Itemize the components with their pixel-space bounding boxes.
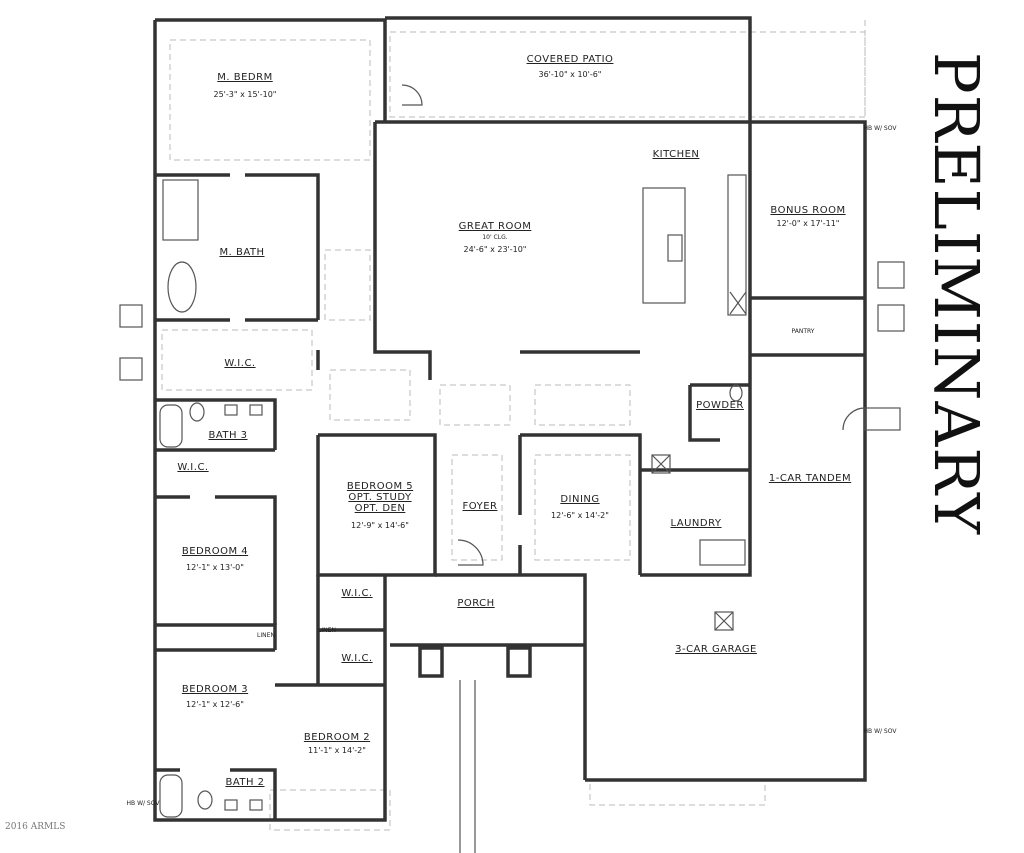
label-text: 36'-10" x 10'-6": [539, 70, 602, 79]
room-label-kitchen: KITCHEN: [653, 149, 700, 160]
shower-icon: [162, 179, 199, 241]
room-label-porch: PORCH: [457, 598, 494, 609]
kitchen-island: [642, 187, 686, 304]
room-label-laundry: LAUNDRY: [670, 518, 721, 529]
sink-icon: [667, 234, 683, 262]
room-label-bedroom-4: BEDROOM 4: [182, 546, 248, 557]
toilet-icon: [729, 384, 743, 402]
room-label-wic: W.I.C.: [341, 588, 372, 599]
label-text: 12'-1" x 13'-0": [186, 563, 244, 572]
room-label-bath-2: BATH 2: [225, 777, 264, 788]
room-label-bonus-room: BONUS ROOM: [770, 205, 845, 216]
room-label-covered-patio: COVERED PATIO: [527, 54, 614, 65]
label-text: 12'-6" x 14'-2": [551, 511, 609, 520]
label-text: 12'-0" x 17'-11": [777, 219, 840, 228]
room-label-bedroom-2: BEDROOM 2: [304, 732, 370, 743]
room-label-master-bath: M. BATH: [219, 247, 264, 258]
fixtures: [119, 84, 905, 818]
preliminary-stamp: PRELIMINARY: [920, 52, 993, 535]
label-text: 24'-6" x 23'-10": [464, 245, 527, 254]
room-label-master-bedroom: M. BEDRM: [217, 72, 272, 83]
room-label-powder: POWDER: [696, 400, 744, 411]
room-label-wic: W.I.C.: [224, 358, 255, 369]
dashed-outlines: [161, 20, 866, 831]
room-label-dining: DINING: [560, 494, 599, 505]
bathtub-icon: [167, 261, 197, 313]
bathtub-icon: [159, 774, 183, 818]
room-labels: M. BEDRM 25'-3" x 15'-10" COVERED PATIO …: [127, 54, 898, 807]
label-text: OPT. STUDY: [348, 492, 412, 503]
room-label-pantry: PANTRY: [792, 328, 815, 335]
walls: [153, 16, 867, 853]
room-label-wic: W.I.C.: [177, 462, 208, 473]
room-label-foyer: FOYER: [463, 501, 498, 512]
label-text: HB W/ SOV: [864, 125, 898, 132]
room-label-1-car-tandem: 1-CAR TANDEM: [769, 473, 851, 484]
kitchen-counter: [727, 174, 747, 316]
label-text: HB W/ SOV: [127, 800, 161, 807]
label-text: 12'-9" x 14'-6": [351, 521, 409, 530]
room-label-3-car-garage: 3-CAR GARAGE: [675, 644, 757, 655]
label-text: OPT. DEN: [355, 503, 406, 514]
label-text: 11'-1" x 14'-2": [308, 746, 366, 755]
room-label-bedroom-5: BEDROOM 5: [347, 481, 413, 492]
room-label-linen: LINEN: [318, 627, 336, 634]
label-text: 25'-3" x 15'-10": [214, 90, 277, 99]
label-text: 10' CLG.: [482, 234, 507, 241]
label-text: HB W/ SOV: [864, 728, 898, 735]
room-label-wic: W.I.C.: [341, 653, 372, 664]
room-label-bedroom-3: BEDROOM 3: [182, 684, 248, 695]
room-label-great-room: GREAT ROOM: [459, 221, 532, 232]
room-label-bath-3: BATH 3: [208, 430, 247, 441]
bathtub-icon: [159, 404, 183, 448]
room-label-linen: LINEN: [257, 632, 275, 639]
toilet-icon: [197, 790, 213, 810]
toilet-icon: [189, 402, 205, 422]
watermark: 2016 ARMLS: [5, 822, 65, 832]
label-text: 12'-1" x 12'-6": [186, 700, 244, 709]
